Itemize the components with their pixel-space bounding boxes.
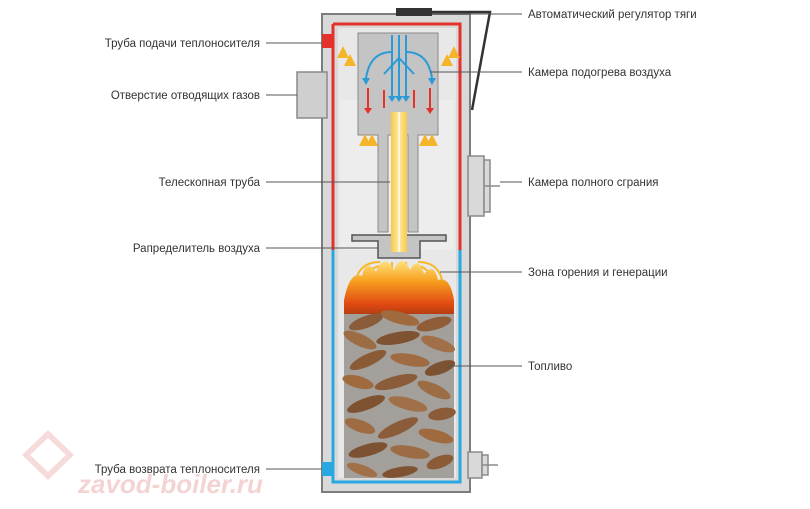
bottom-right-port: [467, 451, 498, 479]
label-supply-pipe: Труба подачи теплоносителя: [105, 38, 260, 50]
watermark: zavod-boiler.ru: [22, 430, 263, 499]
label-air-distributor: Рапределитель воздуха: [133, 243, 261, 255]
flame: [344, 261, 454, 318]
air-flow-arrows: [362, 35, 436, 102]
label-telescopic-pipe: Телескопная труба: [159, 177, 261, 189]
return-pipe: [322, 462, 333, 476]
label-regulator: Автоматический регулятор тяги: [528, 9, 697, 21]
hot-gas-arrows: [337, 46, 460, 228]
leader-lines: [266, 13, 522, 470]
fuel-logs: [342, 310, 456, 478]
label-flue-outlet: Отверстие отводящих газов: [111, 90, 260, 102]
boiler-body: [296, 8, 500, 493]
label-fuel: Топливо: [528, 361, 572, 373]
labels: Труба подачи теплоносителя Отверстие отв…: [95, 9, 697, 476]
hot-air-return-arrows: [364, 88, 434, 114]
full-combustion-chamber-port: [467, 155, 500, 217]
label-air-heating-chamber: Камера подогрева воздуха: [528, 67, 672, 79]
hot-water-jacket: [331, 22, 462, 250]
label-combustion-zone: Зона горения и генерации: [528, 267, 668, 279]
flue-outlet: [296, 71, 328, 119]
supply-pipe: [322, 34, 333, 48]
label-return-pipe: Труба возврата теплоносителя: [95, 464, 260, 476]
regulator-rod: [432, 10, 492, 111]
draft-regulator: [396, 8, 432, 16]
watermark-text: zavod-boiler.ru: [77, 469, 263, 499]
label-full-combustion-chamber: Камера полного сграния: [528, 177, 658, 189]
